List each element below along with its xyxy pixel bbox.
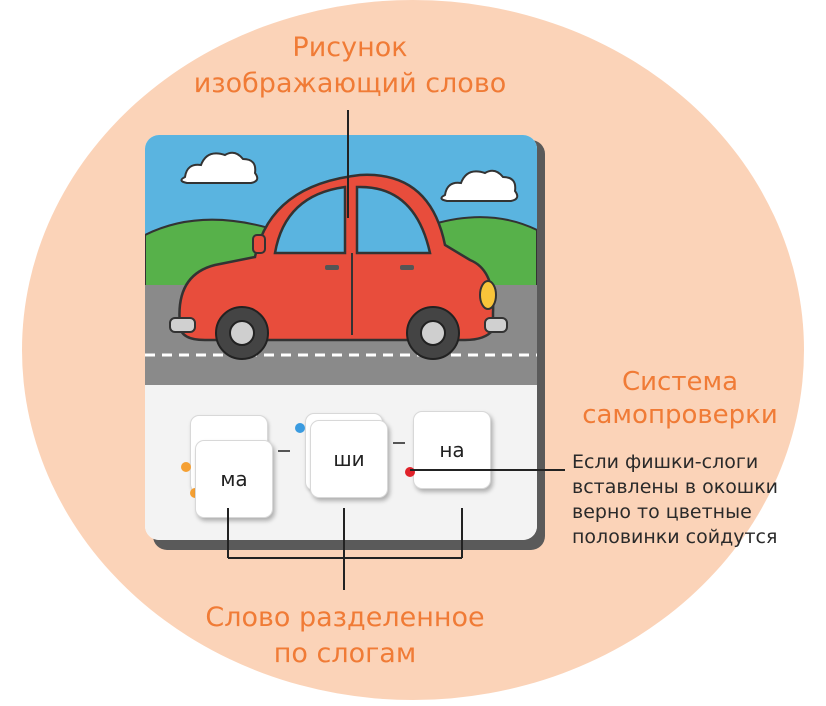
check-dot-blue [295,423,305,433]
cloud-icon [440,169,519,202]
car-handle [325,265,339,270]
car-picture [145,135,537,540]
car-bumper [169,317,196,333]
picture-label: Рисунок изображающий слово [193,32,507,99]
car-window [355,185,432,255]
cloud-icon [180,151,259,184]
syllable-separator [393,442,405,444]
car-window [273,185,347,255]
game-card: ма ши на [145,135,537,540]
check-dot-orange [181,462,191,472]
syllable-chip[interactable]: на [413,411,491,489]
car-handle [400,265,414,270]
syllable-separator [278,450,290,452]
car-mirror [252,234,266,254]
self-check-description: Если фишки-слоги вставлены в окошки верн… [572,451,779,548]
check-dot-red [405,467,415,477]
self-check-label: Система самопроверки [582,367,778,430]
syllable-chip[interactable]: ши [310,420,388,498]
car-bumper [484,317,508,333]
syllable-chip[interactable]: ма [195,440,273,518]
syllables-label: Слово разделенное по слогам [205,602,485,669]
car-headlight [479,280,497,310]
